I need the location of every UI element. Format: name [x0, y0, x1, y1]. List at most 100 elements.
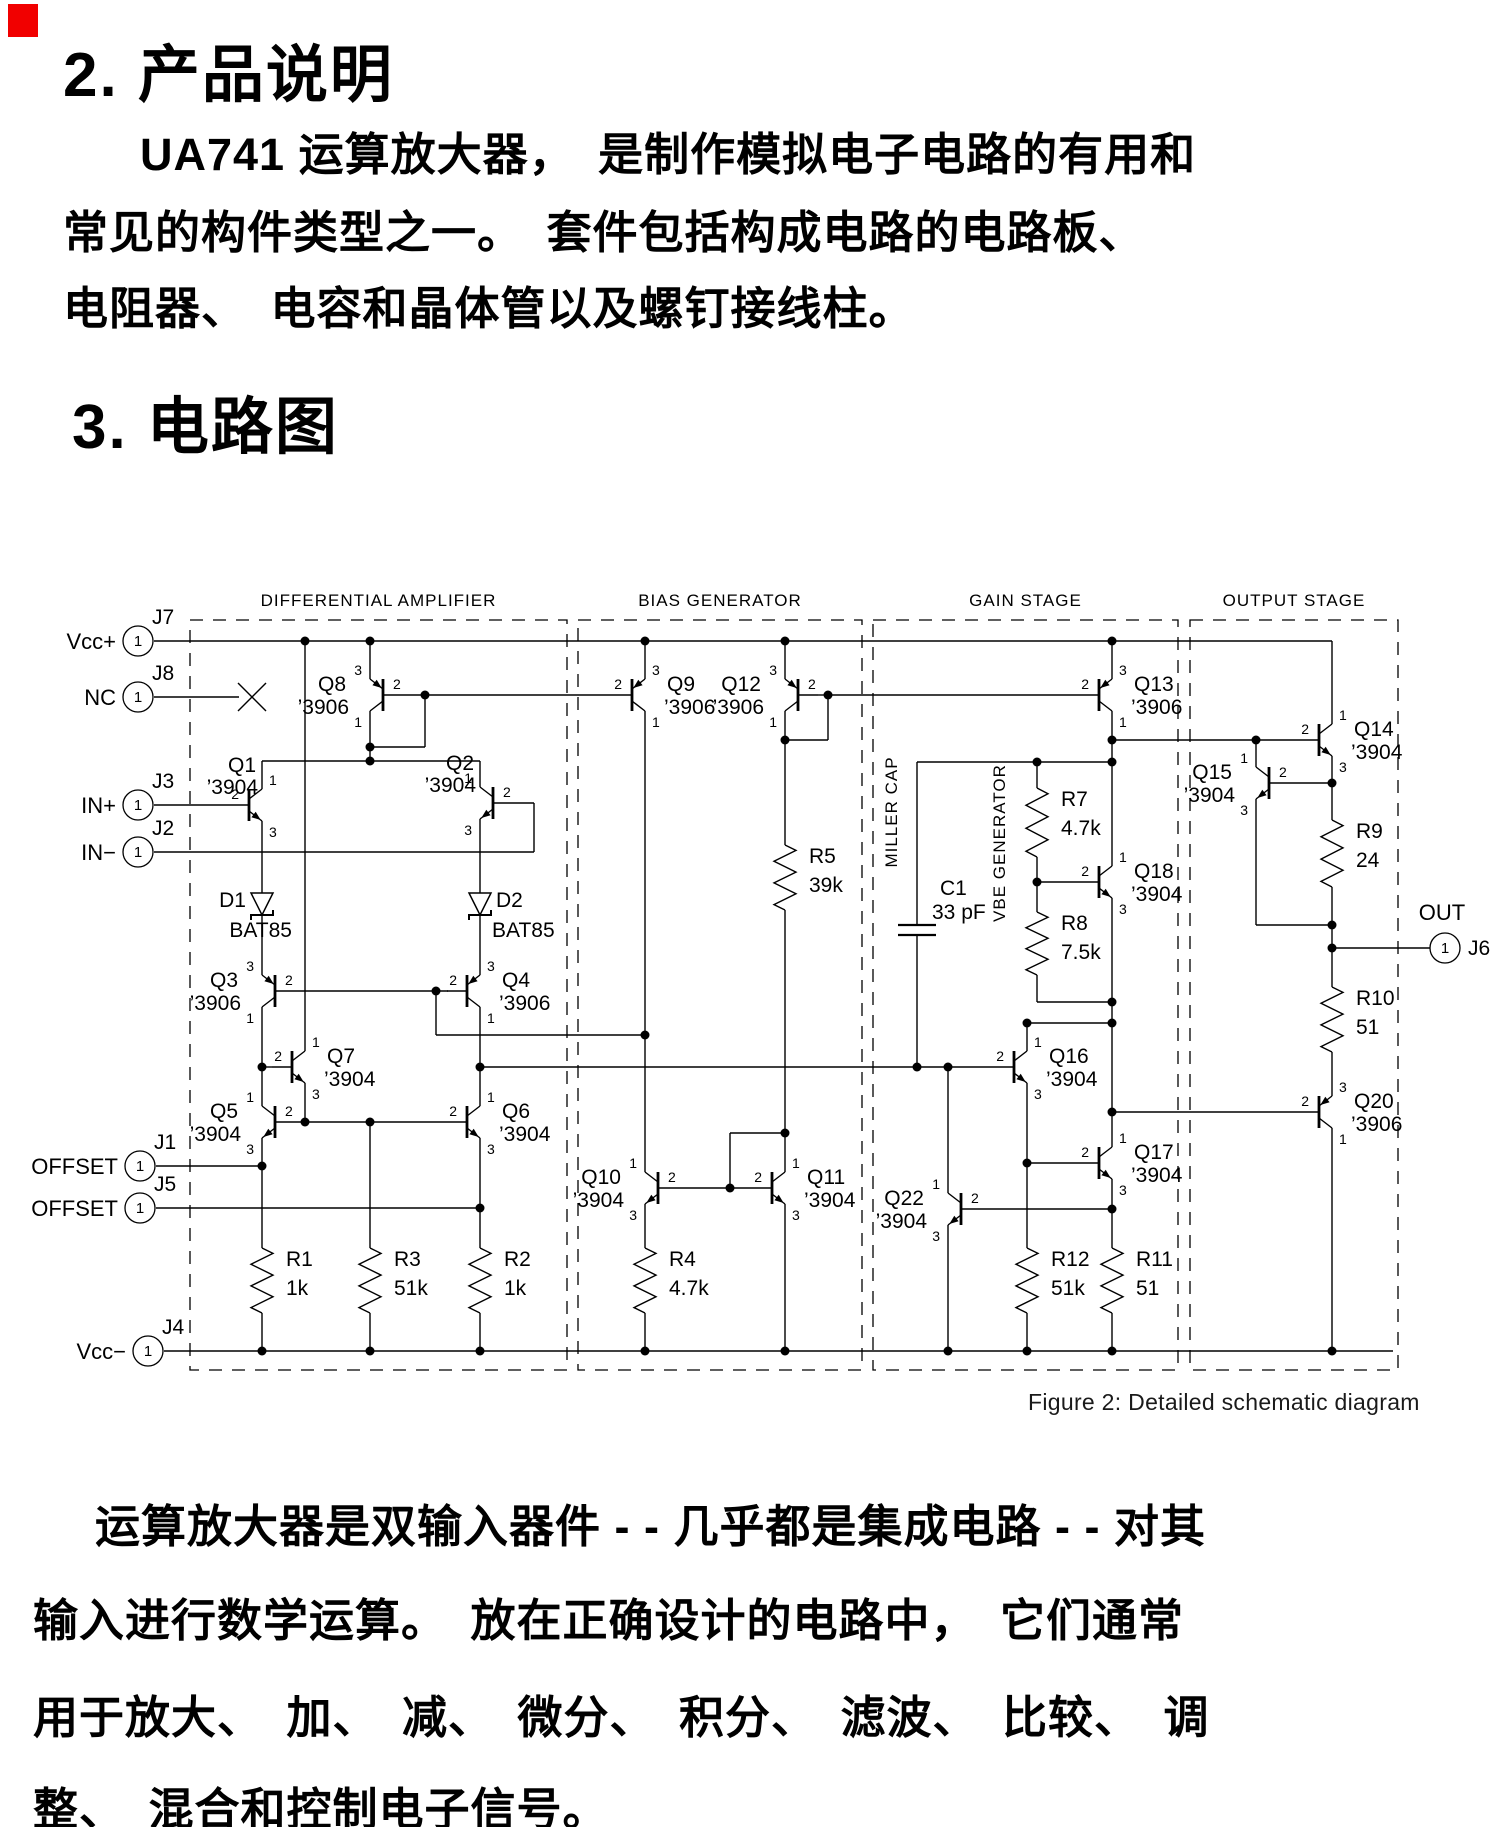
- diode-schottky-bar: [468, 910, 492, 920]
- resistor-ref: R2: [504, 1248, 531, 1271]
- diode-ref: D1: [219, 889, 246, 912]
- emitter-lead: [784, 700, 799, 712]
- resistor-value: 24: [1356, 849, 1380, 872]
- junction-dot: [1107, 757, 1117, 767]
- diode-triangle: [467, 892, 493, 917]
- pin-number: 1: [269, 772, 277, 788]
- transistor-part: ’3904: [876, 1210, 928, 1233]
- junction-dot: [1107, 1346, 1117, 1356]
- port-designator: J3: [152, 770, 174, 793]
- pin-number: 2: [1301, 721, 1309, 737]
- transistor-ref: Q7: [327, 1045, 355, 1068]
- transistor-ref: Q22: [884, 1187, 924, 1210]
- transistor-ref: Q1: [228, 754, 256, 777]
- pin-number: 2: [1301, 1093, 1309, 1109]
- pin-number: 1: [1119, 714, 1127, 730]
- collector-lead: [248, 788, 263, 800]
- pin-number: 3: [1339, 1079, 1347, 1095]
- port-pin-number: 1: [134, 633, 142, 650]
- pin-number: 2: [614, 676, 622, 692]
- emitter-arrow-icon: [263, 1128, 273, 1137]
- junction-dot: [823, 690, 833, 700]
- pin-number: 2: [1081, 676, 1089, 692]
- transistor-ref: Q3: [210, 969, 238, 992]
- pin-number: 3: [487, 1141, 495, 1157]
- pin-number: 1: [1119, 849, 1127, 865]
- resistor-zigzag: [357, 1247, 383, 1314]
- emitter-arrow-icon: [949, 1215, 959, 1224]
- capacitor-ref: C1: [940, 877, 967, 900]
- stage-label: DIFFERENTIAL AMPLIFIER: [261, 591, 497, 610]
- pin-number: 1: [629, 1155, 637, 1171]
- resistor-zigzag: [632, 1247, 658, 1314]
- stage-box-4: OUTPUT STAGE: [1189, 591, 1399, 1371]
- pin-number: 3: [1034, 1086, 1042, 1102]
- stage-label: BIAS GENERATOR: [638, 591, 802, 610]
- pin-number: 1: [792, 1155, 800, 1171]
- transistor-part: ’3906: [298, 696, 349, 719]
- junction-dot: [780, 1128, 790, 1138]
- pin-number: 2: [1081, 863, 1089, 879]
- transistor-ref: Q13: [1134, 673, 1174, 696]
- junction-dot: [257, 1346, 267, 1356]
- transistor-part: ’3906: [713, 696, 764, 719]
- junction-dot: [725, 1183, 735, 1193]
- collector-lead: [1098, 865, 1113, 877]
- transistor-ref: Q6: [502, 1100, 530, 1123]
- port-pin-number: 1: [136, 1158, 144, 1175]
- collector-lead: [1098, 1146, 1113, 1158]
- junction-dot: [1032, 877, 1042, 887]
- section-heading-product: 2. 产品说明: [63, 41, 394, 110]
- port-circle: [122, 789, 154, 821]
- pin-number: 1: [312, 1034, 320, 1050]
- pin-number: 3: [312, 1086, 320, 1102]
- transistor-part: ’3904: [207, 776, 259, 799]
- red-marker: [8, 4, 38, 37]
- transistor-part: ’3904: [324, 1068, 376, 1091]
- junction-dot: [365, 756, 375, 766]
- resistor-zigzag: [1099, 1247, 1125, 1314]
- stage-label: GAIN STAGE: [969, 591, 1082, 610]
- pin-number: 1: [652, 714, 660, 730]
- junction-dot: [1327, 778, 1337, 788]
- stage-box-border: [872, 619, 1179, 1371]
- junction-dot: [365, 742, 375, 752]
- pin-number: 2: [449, 1103, 457, 1119]
- port-pin-number: 1: [136, 1200, 144, 1217]
- resistor-ref: R11: [1136, 1248, 1173, 1271]
- pin-number: 2: [754, 1169, 762, 1185]
- pin-number: 2: [1081, 1144, 1089, 1160]
- port-name: NC: [84, 685, 116, 710]
- resistor-zigzag: [1014, 1247, 1040, 1314]
- resistor-ref: R7: [1061, 788, 1088, 811]
- collector-lead: [644, 1171, 659, 1183]
- port-J2: 1IN−J2: [81, 817, 174, 868]
- resistor-R7: R74.7k: [1024, 787, 1101, 858]
- port-pin-number: 1: [144, 1343, 152, 1360]
- resistor-value: 1k: [286, 1277, 309, 1300]
- pin-number: 3: [1339, 759, 1347, 775]
- junction-dot: [475, 1203, 485, 1213]
- emitter-arrow-icon: [1321, 746, 1331, 755]
- junction-dot: [475, 1346, 485, 1356]
- junction-dot: [780, 735, 790, 745]
- junction-dot: [475, 1062, 485, 1072]
- pin-number: 1: [1119, 1130, 1127, 1146]
- emitter-lead: [1098, 700, 1113, 712]
- junction-dot: [1022, 1158, 1032, 1168]
- stage-label: OUTPUT STAGE: [1223, 591, 1366, 610]
- pin-number: 3: [769, 662, 777, 678]
- pin-number: 1: [1034, 1034, 1042, 1050]
